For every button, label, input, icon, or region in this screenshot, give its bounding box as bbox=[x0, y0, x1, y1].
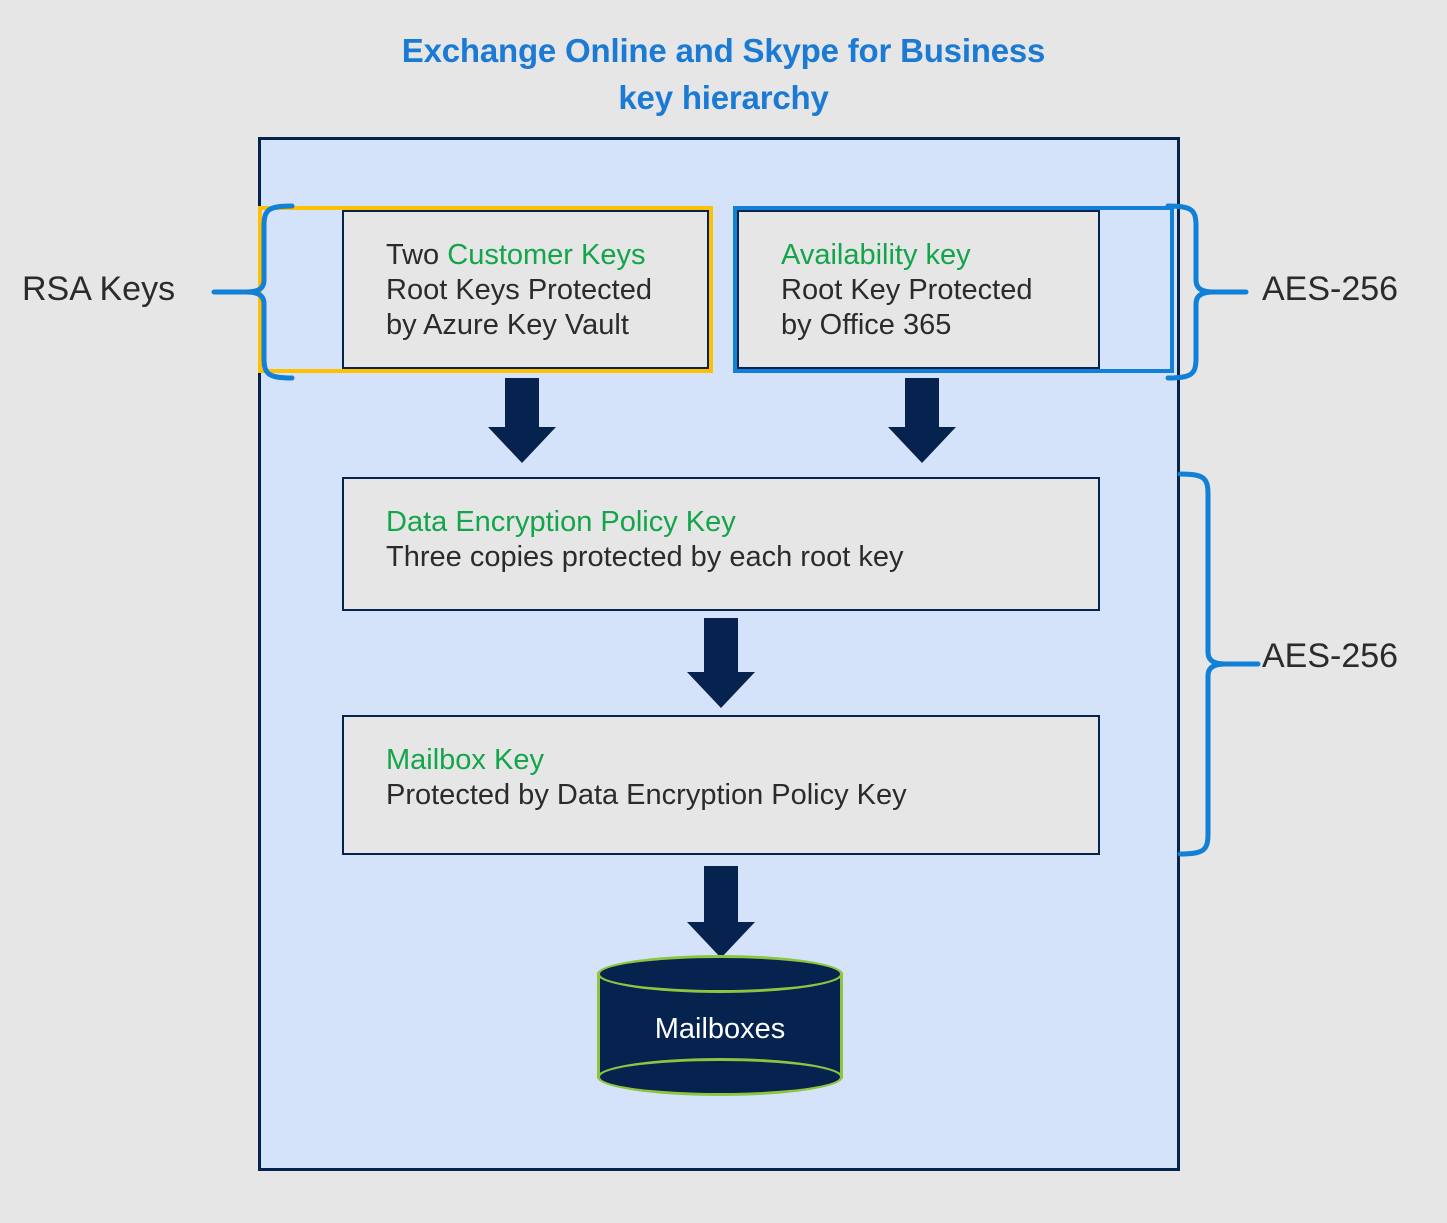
title-line-2: key hierarchy bbox=[618, 78, 829, 116]
customer-keys-title-line: Two Customer Keys bbox=[386, 238, 707, 273]
mailbox-key-box: Mailbox Key Protected by Data Encryption… bbox=[342, 715, 1100, 855]
customer-keys-line-2: Root Keys Protected bbox=[386, 273, 652, 306]
curly-brace-left-icon-rsa-keys bbox=[206, 200, 295, 384]
cylinder-top-ellipse bbox=[597, 955, 843, 993]
customer-keys-line-3: by Azure Key Vault bbox=[386, 308, 629, 341]
cylinder-bottom-ellipse bbox=[597, 1058, 843, 1096]
data-encryption-policy-key-box: Data Encryption Policy Key Three copies … bbox=[342, 477, 1100, 611]
arrow-down-icon-availability-to-dep bbox=[888, 378, 956, 463]
availability-key-line-2: Root Key Protected bbox=[781, 273, 1033, 306]
brace-label-rsa-keys: RSA Keys bbox=[22, 270, 176, 308]
curly-brace-right-icon-aes-bottom bbox=[1177, 468, 1266, 860]
customer-keys-accent: Customer Keys bbox=[447, 239, 646, 271]
arrow-head bbox=[687, 672, 755, 708]
brace-label-aes-bottom: AES-256 bbox=[1262, 637, 1399, 675]
brace-label-aes-top: AES-256 bbox=[1262, 270, 1399, 308]
dep-key-line-2: Three copies protected by each root key bbox=[386, 540, 904, 573]
availability-key-accent: Availability key bbox=[781, 239, 971, 271]
availability-key-line-3: by Office 365 bbox=[781, 308, 952, 341]
mailbox-key-line-2: Protected by Data Encryption Policy Key bbox=[386, 778, 907, 811]
arrow-shaft bbox=[704, 866, 738, 923]
customer-keys-lead: Two bbox=[386, 239, 448, 271]
customer-keys-highlight-outline bbox=[258, 206, 713, 373]
arrow-head bbox=[687, 922, 755, 958]
arrow-shaft bbox=[905, 378, 939, 428]
arrow-head bbox=[488, 427, 556, 463]
title-line-1: Exchange Online and Skype for Business bbox=[401, 32, 1046, 69]
arrow-shaft bbox=[505, 378, 539, 428]
mailbox-key-accent: Mailbox Key bbox=[386, 744, 544, 776]
customer-keys-box: Two Customer Keys Root Keys Protected by… bbox=[342, 210, 709, 369]
arrow-head bbox=[888, 427, 956, 463]
arrow-shaft bbox=[704, 618, 738, 673]
arrow-down-icon-mailbox-key-to-mailboxes bbox=[687, 866, 755, 958]
dep-key-accent: Data Encryption Policy Key bbox=[386, 506, 736, 538]
database-cylinder-icon-mailboxes: Mailboxes bbox=[597, 955, 843, 1096]
page-title: Exchange Online and Skype for Business k… bbox=[0, 28, 1447, 122]
availability-key-box: Availability key Root Key Protected by O… bbox=[737, 210, 1100, 369]
mailboxes-label: Mailboxes bbox=[654, 1013, 786, 1045]
arrow-down-icon-dep-to-mailbox-key bbox=[687, 618, 755, 708]
curly-brace-right-icon-aes-top bbox=[1165, 200, 1254, 384]
arrow-down-icon-customer-to-dep bbox=[488, 378, 556, 463]
availability-key-highlight-outline bbox=[733, 206, 1174, 373]
